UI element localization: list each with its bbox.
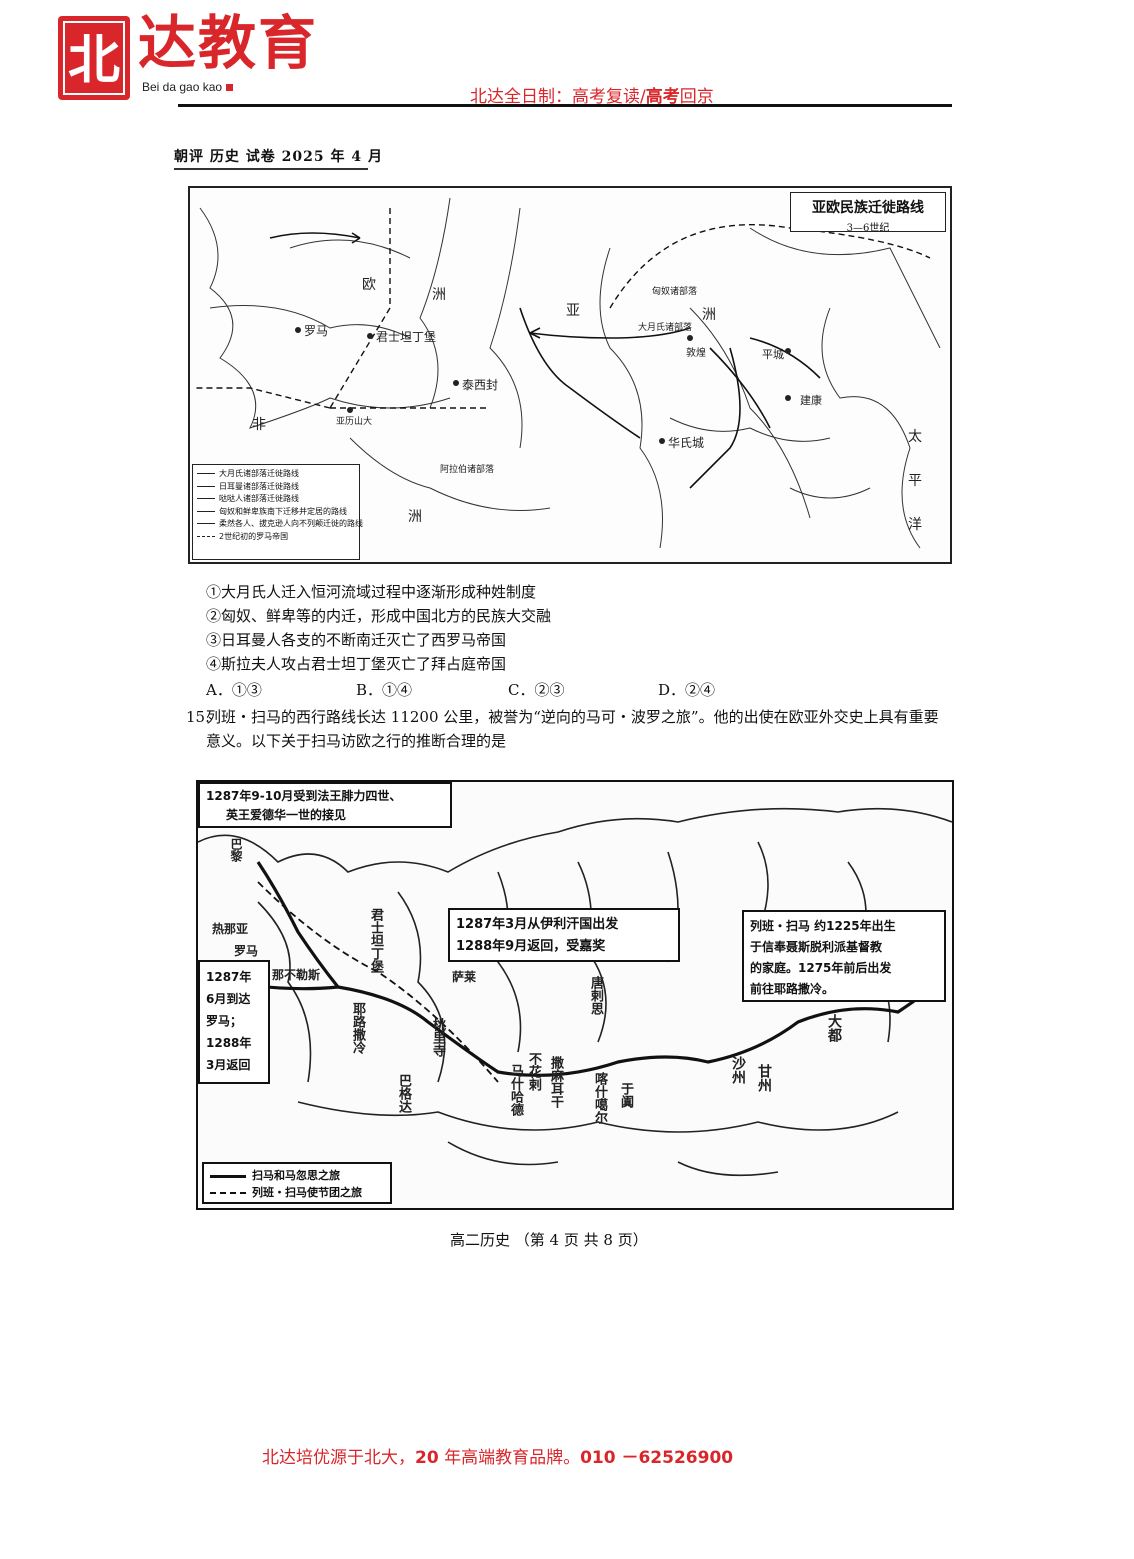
migration-map: 亚欧民族迁徙路线 3—6世纪 罗马 君士坦丁堡 泰西封 敦煌 平城 华氏城 建康… — [188, 186, 952, 564]
legend1-item: 哒哒人诸部落迁徙路线 — [197, 493, 355, 506]
map2-place-ganzhou: 甘州 — [756, 1064, 772, 1092]
svg-text:北: 北 — [68, 30, 120, 91]
map1-region-pacific-1: 太 — [908, 429, 922, 445]
legend1-item: 2世纪初的罗马帝国 — [197, 531, 355, 544]
q14-choice-b[interactable]: B．①④ — [356, 681, 413, 699]
q15-question: 15. 列班・扫马的西行路线长达 11200 公里，被誉为“逆向的马可・波罗之旅… — [186, 705, 952, 753]
exam-heading-underline — [174, 168, 368, 170]
sauma-route-map: 1287年9-10月受到法王腓力四世、 英王爱德华一世的接见 1287年3月从伊… — [196, 780, 954, 1210]
legend2-item: 列班・扫马使节团之旅 — [210, 1184, 384, 1201]
legend1-item: 匈奴和鲜卑族南下迁移并定居的路线 — [197, 506, 355, 519]
note-rome-arrival: 1287年 6月到达 罗马； 1288年 3月返回 — [198, 960, 270, 1084]
map1-tribe-xiongnu: 匈奴诸部落 — [652, 287, 698, 297]
map2-place-kashgar: 喀什噶尔 — [592, 1072, 607, 1124]
map2-place-tabriz: 桃里寺 — [430, 1018, 445, 1057]
q15-text: 列班・扫马的西行路线长达 11200 公里，被誉为“逆向的马可・波罗之旅”。他的… — [206, 708, 939, 750]
legend1-item: 柔然各人、拔克逊人向不列颠迁徙的路线 — [197, 518, 363, 531]
map2-place-constantinople: 君士坦丁堡 — [368, 908, 383, 973]
map2-place-talas: 唐剌思 — [588, 976, 603, 1015]
map1-place-pingcheng: 平城 — [762, 348, 784, 361]
legend2-item: 扫马和马忽思之旅 — [210, 1167, 384, 1184]
q14-option-4: ④斯拉夫人攻占君士坦丁堡灭亡了拜占庭帝国 — [206, 655, 507, 673]
map2-place-mashhad: 马什哈德 — [508, 1064, 523, 1116]
q14-option-1: ①大月氏人迁入恒河流域过程中逐渐形成种姓制度 — [206, 583, 537, 601]
map1-region-africa-2: 洲 — [408, 509, 422, 525]
map2-place-bukhara: 不花剌 — [526, 1052, 541, 1091]
logo-english: Bei da gao kao — [142, 80, 234, 94]
map2-place-jerusalem: 耶路撒冷 — [350, 1002, 365, 1054]
bottom-slogan: 北达培优源于北大，20 年高端教育品牌。010 －62526900 — [262, 1448, 734, 1468]
map2-place-naples: 那不勒斯 — [272, 968, 321, 982]
map1-place-alexandria: 亚历山大 — [336, 417, 373, 427]
map1-region-europe-2: 洲 — [432, 287, 446, 303]
map1-region-pacific-2: 平 — [908, 473, 922, 489]
q14-choice-d[interactable]: D．②④ — [658, 681, 716, 699]
header-tagline: 北达全日制：高考复读/高考回京 — [470, 87, 714, 107]
logo-mark: 北 — [58, 16, 130, 100]
q14-option-2: ②匈奴、鲜卑等的内迁，形成中国北方的民族大交融 — [206, 607, 552, 625]
exam-heading: 朝评 历史 试卷 2025 年 4 月 — [174, 149, 383, 165]
map1-place-pataliputra: 华氏城 — [668, 436, 705, 450]
logo-text: 达教育 — [138, 9, 319, 77]
map1-tribe-yuezhi: 大月氏诸部落 — [638, 323, 693, 333]
map2-place-rome: 罗马 — [234, 944, 259, 958]
legend1-item: 大月氏诸部落迁徙路线 — [197, 468, 355, 481]
map2-place-samarkand: 撒麻耳干 — [548, 1056, 563, 1108]
map1-region-asia-2: 洲 — [702, 307, 716, 323]
map1-region-asia-1: 亚 — [566, 303, 580, 319]
migration-map-lines — [194, 197, 941, 549]
map1-region-europe-1: 欧 — [362, 277, 376, 293]
migration-map-title: 亚欧民族迁徙路线 3—6世纪 — [790, 192, 946, 234]
note-departure: 1287年3月从伊利汗国出发 1288年9月返回，受嘉奖 — [448, 908, 680, 962]
migration-map-legend: 大月氏诸部落迁徙路线 日耳曼诸部落迁徙路线 哒哒人诸部落迁徙路线 匈奴和鲜卑族南… — [192, 464, 363, 560]
sauma-map-legend: 扫马和马忽思之旅 列班・扫马使节团之旅 — [202, 1162, 392, 1204]
map2-place-sarai: 萨莱 — [452, 970, 477, 984]
logo-glyph-icon: 北 — [63, 21, 125, 95]
map1-place-dunhuang: 敦煌 — [686, 348, 706, 359]
page-footer: 高二历史 （第 4 页 共 8 页） — [450, 1231, 648, 1249]
map2-place-dadu: 大都 — [826, 1014, 842, 1042]
map2-place-genoa: 热那亚 — [212, 922, 249, 936]
map2-place-shazhou: 沙州 — [730, 1056, 746, 1084]
legend1-item: 日耳曼诸部落迁徙路线 — [197, 481, 355, 494]
map1-region-pacific-3: 洋 — [908, 517, 922, 533]
q14-choice-c[interactable]: C．②③ — [508, 681, 565, 699]
q14-choice-a[interactable]: A．①③ — [206, 681, 262, 699]
map1-place-rome: 罗马 — [304, 324, 329, 338]
q15-number: 15. — [186, 708, 210, 726]
logo-square-icon — [226, 84, 234, 92]
map1-place-constantinople: 君士坦丁堡 — [376, 330, 437, 344]
map2-place-khotan: 于阗 — [618, 1082, 633, 1108]
note-sauma-bio: 列班・扫马 约1225年出生 于信奉聂斯脱利派基督教 的家庭。1275年前后出发… — [742, 910, 946, 1002]
map1-tribe-arab: 阿拉伯诸部落 — [440, 465, 495, 475]
note-france-england: 1287年9-10月受到法王腓力四世、 英王爱德华一世的接见 — [198, 782, 452, 828]
q14-option-3: ③日耳曼人各支的不断南迁灭亡了西罗马帝国 — [206, 631, 507, 649]
map1-region-africa-1: 非 — [252, 417, 266, 433]
header-divider — [178, 104, 952, 107]
map1-place-jiankang: 建康 — [800, 394, 822, 407]
map2-place-paris: 巴黎 — [229, 838, 243, 862]
map1-place-ctesiphon: 泰西封 — [462, 378, 499, 392]
map2-place-baghdad: 巴格达 — [396, 1074, 411, 1113]
